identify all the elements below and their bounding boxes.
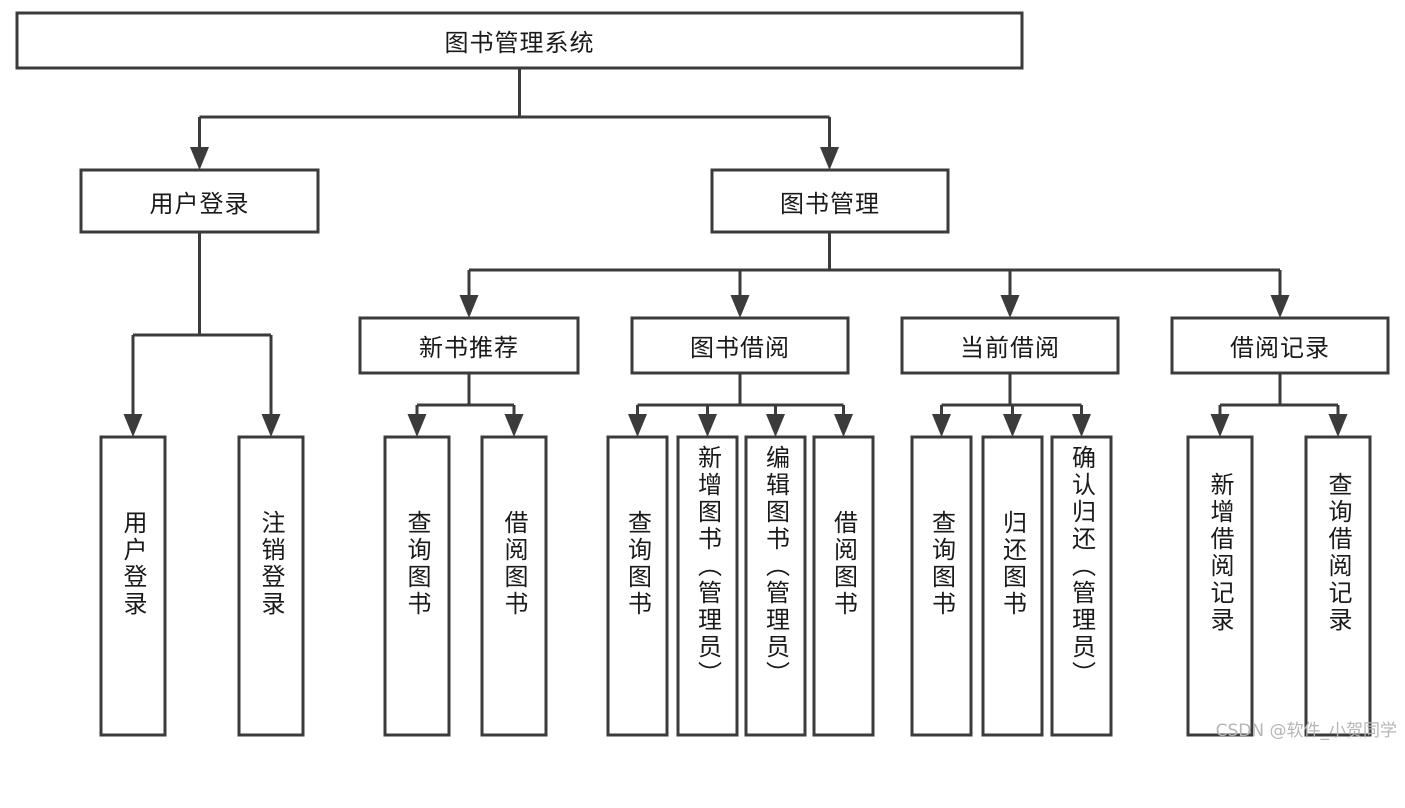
arrow-head-leaf-record-query	[1328, 414, 1348, 437]
node-box-leaf-user-login-login[interactable]	[99, 435, 167, 737]
arrow-head-to-user-login	[190, 147, 209, 170]
diagram-canvas: 图书管理系统 用户登录 图书管理 新书推荐 图书借阅 当前借阅 借阅记录 用户登…	[15, 11, 1397, 741]
node-box-book-borrow[interactable]	[630, 316, 850, 375]
arrow-head-to-borrow-record	[1270, 295, 1290, 318]
arrow-head-leaf-current-confirm-return	[1072, 414, 1091, 437]
node-box-leaf-record-add[interactable]	[1186, 435, 1254, 737]
arrow-head-leaf-user-login-login	[123, 414, 143, 437]
watermark: CSDN @软件_小贺同学	[1215, 721, 1397, 741]
arrow-head-leaf-current-return-book	[1003, 414, 1022, 437]
arrow-head-to-new-book-rec	[459, 295, 479, 318]
arrow-head-leaf-borrow-edit-book	[766, 414, 785, 437]
node-box-root[interactable]	[15, 11, 1024, 70]
node-box-leaf-borrow-query-book[interactable]	[606, 435, 669, 737]
node-box-borrow-record[interactable]	[1170, 316, 1390, 375]
node-box-user-login[interactable]	[79, 168, 320, 234]
tree-diagram-svg	[15, 11, 1390, 737]
arrow-head-leaf-borrow-add-book	[698, 414, 717, 437]
node-box-book-manage[interactable]	[710, 168, 950, 234]
arrow-head-leaf-borrow-borrow-book	[834, 414, 853, 437]
arrow-head-leaf-rec-borrow-book	[504, 414, 524, 437]
node-box-leaf-borrow-edit-book[interactable]	[744, 435, 807, 737]
node-box-leaf-record-query[interactable]	[1304, 435, 1372, 737]
arrow-head-leaf-current-query-book	[932, 414, 951, 437]
node-box-leaf-borrow-borrow-book[interactable]	[812, 435, 875, 737]
node-box-leaf-user-login-logout[interactable]	[237, 435, 305, 737]
node-box-leaf-current-confirm-return[interactable]	[1050, 435, 1113, 737]
node-box-leaf-current-return-book[interactable]	[981, 435, 1044, 737]
arrow-head-leaf-borrow-query-book	[628, 414, 647, 437]
node-box-leaf-current-query-book[interactable]	[910, 435, 973, 737]
node-box-current-borrow[interactable]	[900, 316, 1120, 375]
node-box-new-book-rec[interactable]	[358, 316, 580, 375]
node-box-leaf-rec-borrow-book[interactable]	[480, 435, 548, 737]
arrow-head-leaf-rec-query-book	[407, 414, 427, 437]
arrow-head-to-current-borrow	[1000, 295, 1020, 318]
node-box-leaf-borrow-add-book[interactable]	[676, 435, 739, 737]
arrow-head-leaf-record-add	[1210, 414, 1230, 437]
arrow-head-to-book-manage	[820, 147, 839, 170]
arrow-head-leaf-user-login-logout	[261, 414, 281, 437]
node-box-leaf-rec-query-book[interactable]	[383, 435, 451, 737]
arrow-head-to-book-borrow	[730, 295, 750, 318]
